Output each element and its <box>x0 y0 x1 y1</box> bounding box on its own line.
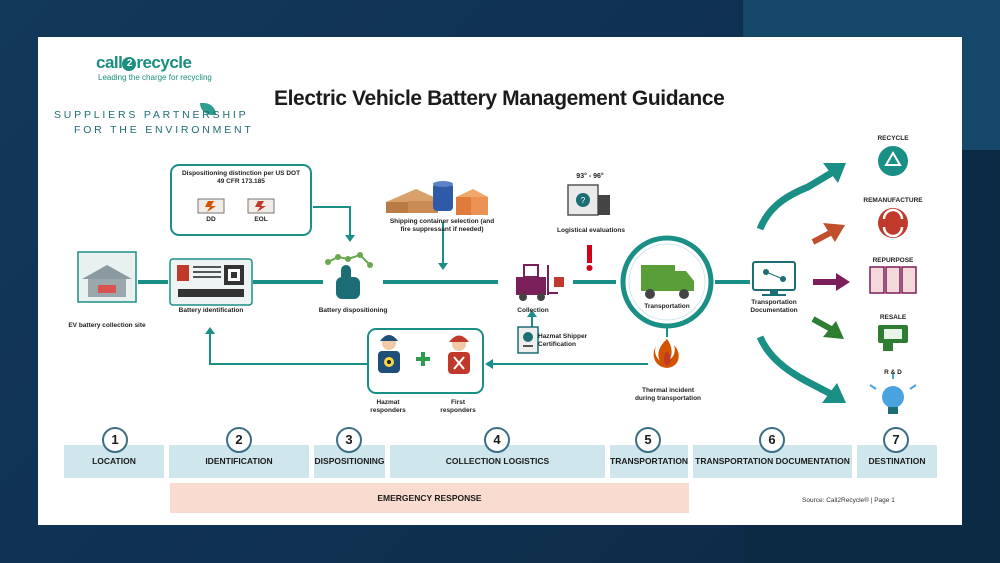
hazmat-cert-label: Hazmat Shipper Certification <box>538 333 588 348</box>
hazmat-responder-icon <box>378 335 400 373</box>
logo-tagline: Leading the charge for recycling <box>98 73 212 82</box>
cargo-truck-icon: ? <box>567 184 610 216</box>
remanufacture-icon <box>878 208 908 238</box>
dest-rd-label: R & D <box>884 369 902 376</box>
leaf-icon <box>200 103 216 115</box>
documentation-label: Transportation Documentation <box>750 299 798 314</box>
dest-remanufacture-label: REMANUFACTURE <box>863 197 923 204</box>
emergency-response-band: EMERGENCY RESPONSE <box>170 483 689 513</box>
barrel-icon <box>433 181 453 211</box>
documentation-monitor-icon <box>752 261 796 296</box>
warehouse-icon <box>77 251 137 303</box>
svg-text:?: ? <box>581 196 586 205</box>
shipping-pallet-icon <box>386 189 438 213</box>
collection-label: Collection <box>517 307 549 314</box>
cardboard-box-icon <box>456 189 488 215</box>
step-number-5: 5 <box>635 427 661 453</box>
lightbulb-icon <box>869 373 917 414</box>
first-responders-label: First responders <box>440 399 476 414</box>
battery-label-icon <box>169 258 253 306</box>
first-responder-icon <box>448 335 470 374</box>
dd-battery-icon <box>197 198 225 214</box>
flow-diagram: ? <box>77 146 917 414</box>
shipping-label: Shipping container selection (and fire s… <box>389 218 495 233</box>
collection-site-label: EV battery collection site <box>68 322 146 329</box>
dest-resale-label: RESALE <box>879 314 907 321</box>
dd-label: DD <box>206 216 216 223</box>
identification-label: Battery identification <box>178 307 244 314</box>
plus-icon <box>416 352 430 366</box>
step-number-3: 3 <box>336 427 362 453</box>
dest-recycle-label: RECYCLE <box>877 135 909 142</box>
source-note: Source: Call2Recycle® | Page 1 <box>802 497 895 504</box>
step-number-7: 7 <box>883 427 909 453</box>
step-number-6: 6 <box>759 427 785 453</box>
certificate-icon <box>517 326 539 354</box>
logistical-label: Logistical evaluations <box>557 227 625 234</box>
dispositioning-box-text: Dispositioning distinction per US DOT 49… <box>181 170 301 185</box>
eol-label: EOL <box>254 216 268 223</box>
step-number-1: 1 <box>102 427 128 453</box>
thermal-label: Thermal incident during transportation <box>634 387 702 402</box>
step-number-2: 2 <box>226 427 252 453</box>
forklift-icon <box>516 264 564 301</box>
transportation-label: Transportation <box>644 303 690 310</box>
partner-line2: FOR THE ENVIRONMENT <box>74 124 254 136</box>
dispositioning-label: Battery dispositioning <box>318 307 388 314</box>
dest-repurpose-label: REPURPOSE <box>872 257 914 264</box>
page-title: Electric Vehicle Battery Management Guid… <box>274 87 725 110</box>
hazmat-responders-label: Hazmat responders <box>370 399 406 414</box>
temperature-label: 93° - 96° <box>576 173 604 180</box>
partner-line1: SUPPLIERS PARTNERSHIP <box>54 109 249 121</box>
eol-battery-icon <box>247 198 275 214</box>
repurpose-icon <box>869 266 917 294</box>
recycle-icon <box>878 146 908 176</box>
hand-pointer-icon <box>325 252 373 299</box>
flame-icon <box>653 339 679 368</box>
step-number-4: 4 <box>484 427 510 453</box>
warning-icon <box>586 245 593 271</box>
resale-icon <box>878 325 908 351</box>
transport-truck-icon <box>620 235 714 329</box>
